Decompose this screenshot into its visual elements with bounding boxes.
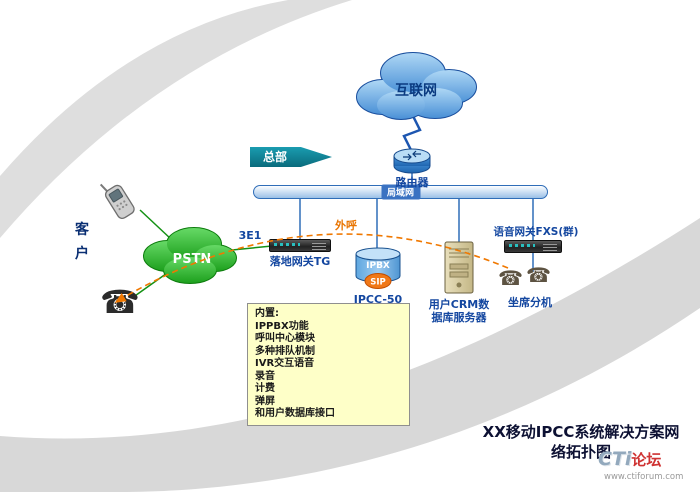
internet-router-link [402,115,422,153]
internet-label: 互联网 [395,83,437,99]
note-box: 内置: IPPBX功能 呼叫中心模块 多种排队机制 IVR交互语音 录音 计费 … [247,303,410,426]
pstn-tg-link [231,245,273,251]
tg-gateway-icon [269,239,331,252]
forum-logo-text: 论坛 [631,451,662,469]
title-line2: 络拓扑图 [550,443,611,461]
top-left-swoosh [0,0,352,238]
internet-cloud: 互联网 [345,45,485,134]
lan-bar: 局域网 [253,184,548,200]
cloud-fill [357,53,476,119]
ipbx-device-label: IPBX [366,261,390,271]
agent-phone-icon: ☎ [526,263,551,287]
note-item: 录音 [255,370,275,382]
desk-phone-icon: ☎ [100,283,140,321]
router-icon [392,144,432,182]
tg-gateway-label: 落地网关TG [269,255,331,268]
sip-label: SIP [370,278,386,288]
cti-logo-text: CTi [598,448,632,470]
headquarters-banner: 总部 [250,147,332,167]
router-label: 路由器 [395,176,429,189]
pstn-cloud: PSTN [138,220,238,299]
outbound-label: 外呼 [335,219,357,232]
note-item: 多种排队机制 [255,345,315,357]
note-item: 计费 [255,383,275,394]
bottom-swoosh [0,218,700,492]
watermark-url: www.ctiforum.com [604,472,684,482]
note-item: 和用户数据库接口 [255,408,335,419]
fxs-gateway-label: 语音网关FXS(群) [493,226,579,238]
note-header: 内置: [255,308,279,319]
fxs-gateway-icon [504,240,562,253]
mobile-phone-icon [96,174,146,230]
crm-label-line2: 据库服务器 [431,311,487,324]
headquarters-label: 总部 [263,150,288,164]
ipbx-icon: IPBX SIP [350,244,406,296]
title-line1: XX移动IPCC系统解决方案网 [482,423,680,441]
note-item: 弹屏 [255,395,275,407]
agent-phone-icon: ☎ [498,266,523,290]
note-item: IPPBX功能 [255,320,309,332]
cti-logo: CTi论坛 [598,448,661,470]
lan-label: 局域网 [380,184,421,200]
crm-server-icon [442,240,476,300]
diagram-title: XX移动IPCC系统解决方案网 络拓扑图 [470,422,692,462]
ipcc-name-label: IPCC-50 [353,293,403,306]
crm-label-line1: 用户CRM数 [428,298,490,311]
note-item: IVR交互语音 [255,358,315,369]
e1-link-label: 3E1 [238,229,262,242]
customer-label: 客户 [75,222,89,262]
crm-server-label: 用户CRM数 据库服务器 [424,298,494,324]
note-item: 呼叫中心模块 [255,333,315,344]
pstn-label: PSTN [173,252,212,267]
agents-label: 坐席分机 [508,296,552,309]
